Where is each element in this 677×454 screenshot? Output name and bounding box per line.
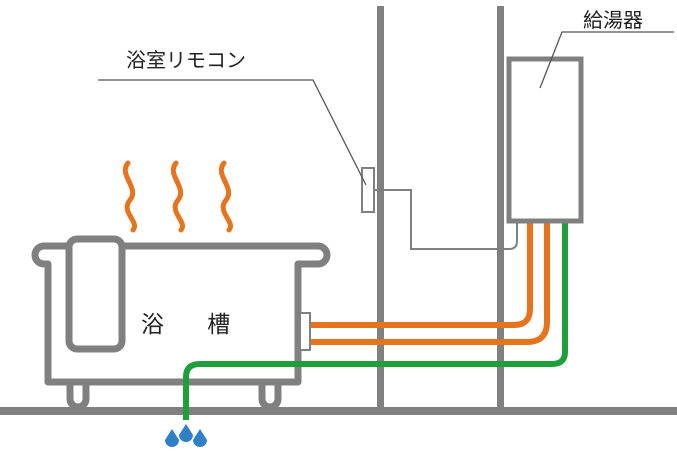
bath-remote-label: 浴室リモコン xyxy=(126,48,246,72)
water-heater-label: 給湯器 xyxy=(583,8,643,32)
bathtub-label: 浴 槽 xyxy=(141,312,249,338)
bathtub xyxy=(31,235,331,411)
remote-wire xyxy=(374,189,518,250)
floor xyxy=(0,407,677,415)
cold-water-pipe xyxy=(183,222,568,420)
tub-connector xyxy=(299,312,311,351)
water-heater xyxy=(506,56,584,224)
water-drop-icon xyxy=(165,424,207,447)
wall-left xyxy=(377,6,384,408)
steam-icon xyxy=(123,160,233,233)
wall-right xyxy=(497,6,504,408)
leader-line-heater xyxy=(539,31,674,89)
leader-line-remote xyxy=(98,79,367,186)
hot-water-pipes xyxy=(308,222,550,345)
bath-remote xyxy=(361,167,375,213)
